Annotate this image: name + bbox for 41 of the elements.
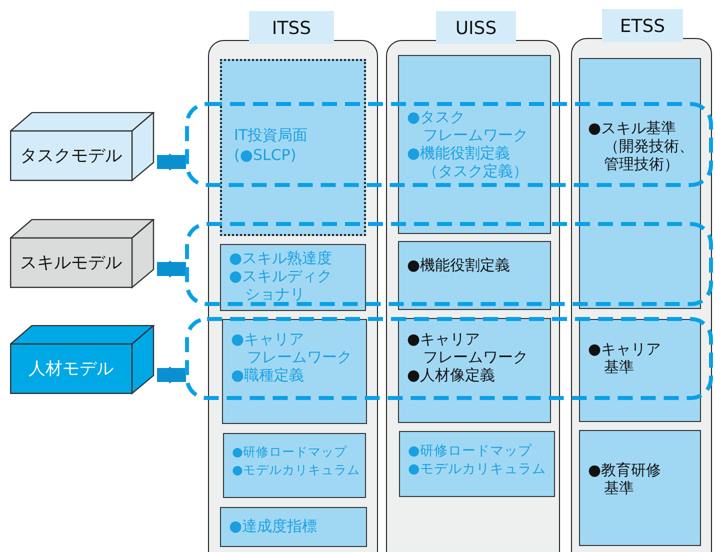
standard-box: [220, 507, 367, 547]
item-text: ●モデルカリキュラム: [408, 460, 547, 478]
item-text: ●タスクフレームワーク: [407, 108, 529, 144]
arrow: [157, 154, 186, 170]
item-text: ●教育研修基準: [588, 461, 662, 497]
item-text: ●キャリアフレームワーク: [407, 330, 529, 366]
arrow: [157, 366, 186, 384]
column-heading: ITSS: [249, 11, 334, 44]
item-text: IT投資局面 (●SLCP): [233, 125, 309, 165]
standard-box: [579, 430, 701, 546]
item-text: ●機能役割定義: [407, 256, 512, 274]
dashed-band: [185, 222, 713, 306]
item-text: ●キャリアフレームワーク: [231, 330, 353, 366]
standard-box: [398, 55, 551, 234]
model-label: 人材モデル: [28, 358, 114, 380]
standard-box: [220, 244, 366, 311]
model-label: タスクモデル: [19, 145, 123, 167]
standard-box: [579, 58, 701, 309]
item-text: ●研修ロードマップ: [408, 442, 533, 460]
dashed-band: [185, 102, 713, 187]
standard-box: [398, 318, 551, 423]
standard-box: [399, 431, 555, 497]
item-text: ●研修ロードマップ: [232, 443, 348, 461]
standard-box: [223, 433, 366, 498]
item-text: ●職種定義: [231, 366, 306, 384]
item-text: ●スキル基準（開発技術、管理技術）: [588, 119, 695, 173]
standard-box: [579, 319, 701, 422]
standard-box: [222, 319, 367, 424]
standard-box: [398, 241, 551, 310]
item-text: ●達成度指標: [229, 517, 318, 535]
column-heading: UISS: [436, 11, 516, 44]
item-text: ●スキル熟達度: [229, 249, 334, 267]
dashed-band: [185, 317, 713, 400]
item-text: ●人材像定義: [407, 366, 496, 384]
column-heading: ETSS: [602, 9, 683, 42]
model-label: スキルモデル: [19, 252, 123, 274]
item-text: ●機能役割定義（タスク定義）: [407, 144, 529, 180]
standard-box: [220, 59, 366, 236]
item-text: ●モデルカリキュラム: [232, 461, 361, 479]
item-text: ●スキルディクショナリ: [229, 267, 334, 303]
item-text: ●キャリア基準: [588, 340, 662, 376]
